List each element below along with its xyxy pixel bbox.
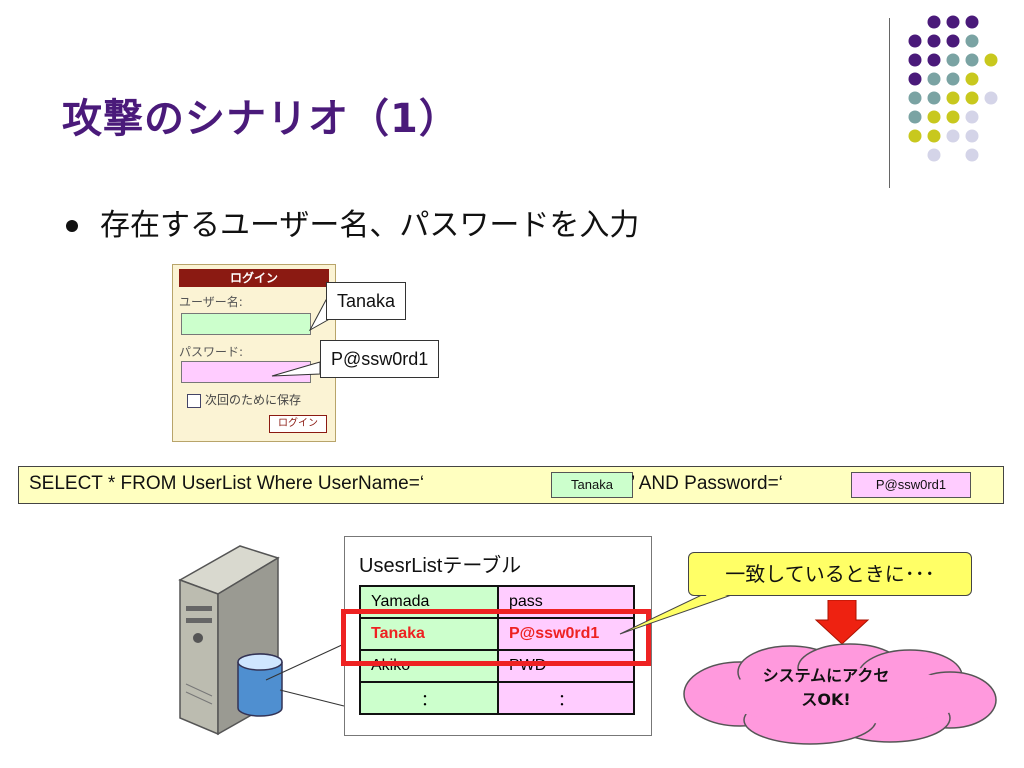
decorative-dot bbox=[965, 91, 979, 105]
decorative-dot bbox=[946, 129, 960, 143]
decorative-dot bbox=[946, 34, 960, 48]
pass-cell: PWD bbox=[497, 649, 635, 683]
user-list-table: Yamada pass Tanaka P@ssw0rd1 Akiko PWD ：… bbox=[359, 585, 635, 715]
remember-checkbox[interactable] bbox=[187, 394, 201, 408]
decorative-dot bbox=[927, 129, 941, 143]
login-button[interactable]: ログイン bbox=[269, 415, 327, 433]
bullet-text: 存在するユーザー名、パスワードを入力 bbox=[100, 208, 640, 243]
result-cloud-text: システムにアクセ スOK! bbox=[700, 664, 952, 712]
sql-username-value: Tanaka bbox=[551, 472, 633, 498]
sql-part-2: ’ AND Password=‘ bbox=[631, 473, 783, 494]
decorative-dot bbox=[946, 110, 960, 124]
decorative-dot bbox=[908, 34, 922, 48]
match-highlight-box bbox=[341, 609, 651, 666]
decorative-dot bbox=[927, 72, 941, 86]
decorative-dot bbox=[927, 91, 941, 105]
decorative-dot bbox=[927, 15, 941, 29]
password-callout: P@ssw0rd1 bbox=[320, 340, 440, 378]
result-cloud-line-2: スOK! bbox=[801, 690, 851, 709]
result-cloud-line-1: システムにアクセ bbox=[762, 666, 890, 685]
decorative-dot bbox=[965, 34, 979, 48]
decorative-dot bbox=[908, 53, 922, 67]
table-row: ： ： bbox=[359, 681, 635, 715]
decorative-dot bbox=[946, 15, 960, 29]
username-input[interactable] bbox=[181, 313, 311, 335]
result-cloud-shape bbox=[683, 643, 997, 745]
database-server-icon bbox=[178, 545, 283, 736]
password-label: パスワード: bbox=[179, 345, 244, 359]
sql-statement: SELECT * FROM UserList Where UserName=‘ … bbox=[18, 466, 1004, 504]
decorative-dot bbox=[927, 34, 941, 48]
user-cell: Tanaka bbox=[359, 617, 499, 651]
decorative-dot-grid bbox=[908, 15, 998, 162]
decorative-dot bbox=[908, 110, 922, 124]
sql-password-value: P@ssw0rd1 bbox=[851, 472, 971, 498]
decorative-dot bbox=[946, 53, 960, 67]
decorative-dot bbox=[908, 129, 922, 143]
pass-cell: ： bbox=[497, 681, 635, 715]
user-cell: Akiko bbox=[359, 649, 499, 683]
speech-bubble: 一致しているときに･･･ bbox=[688, 552, 972, 596]
login-form-header: ログイン bbox=[179, 269, 329, 287]
decorative-dot bbox=[965, 148, 979, 162]
decorative-dot bbox=[984, 53, 998, 67]
decorative-dot bbox=[984, 91, 998, 105]
user-cell: ： bbox=[359, 681, 499, 715]
decorative-dot bbox=[965, 53, 979, 67]
pass-cell: P@ssw0rd1 bbox=[497, 617, 635, 651]
decorative-dot bbox=[908, 72, 922, 86]
remember-label: 次回のために保存 bbox=[205, 393, 302, 407]
table-row: Akiko PWD bbox=[359, 649, 635, 683]
decorative-dot bbox=[908, 91, 922, 105]
decorative-dot bbox=[927, 148, 941, 162]
decorative-dot bbox=[927, 110, 941, 124]
slide-title: 攻撃のシナリオ（1） bbox=[62, 96, 460, 142]
decorative-dot bbox=[965, 15, 979, 29]
down-arrow-icon bbox=[814, 600, 870, 645]
decorative-dot bbox=[965, 72, 979, 86]
login-form: ログイン ユーザー名: パスワード: 次回のために保存 ログイン bbox=[172, 264, 336, 442]
bullet-icon bbox=[66, 220, 78, 232]
decorative-dot bbox=[965, 110, 979, 124]
header-divider bbox=[889, 18, 890, 188]
decorative-dot bbox=[965, 129, 979, 143]
decorative-dot bbox=[946, 72, 960, 86]
decorative-dot bbox=[927, 53, 941, 67]
user-list-table-panel: UsesrListテーブル Yamada pass Tanaka P@ssw0r… bbox=[344, 536, 652, 736]
decorative-dot bbox=[946, 91, 960, 105]
table-title: UsesrListテーブル bbox=[359, 555, 522, 577]
sql-part-1: SELECT * FROM UserList Where UserName=‘ bbox=[29, 473, 425, 494]
username-callout: Tanaka bbox=[326, 282, 407, 320]
username-label: ユーザー名: bbox=[179, 295, 243, 309]
table-row-matched: Tanaka P@ssw0rd1 bbox=[359, 617, 635, 651]
